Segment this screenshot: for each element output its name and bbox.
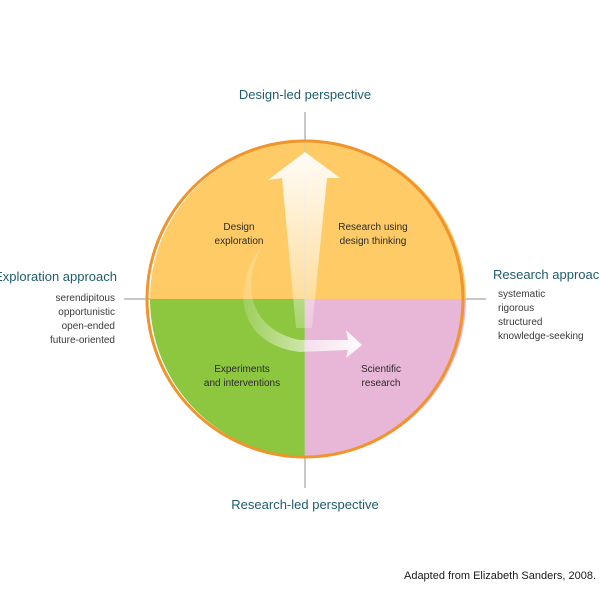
quadrant-label-top-left: exploration (215, 236, 264, 247)
upward-arrow (268, 152, 340, 328)
left-approach-title: Exploration approach (0, 269, 117, 284)
left-approach-item: future-oriented (50, 335, 115, 346)
right-approach-item: structured (498, 317, 542, 328)
curved-arrow (243, 246, 362, 358)
bottom-perspective-title: Research-led perspective (231, 497, 378, 512)
right-approach-item: knowledge-seeking (498, 331, 584, 342)
circle-outline (145, 139, 465, 459)
quadrant-label-top-right: Research using (338, 222, 407, 233)
source-credit: Adapted from Elizabeth Sanders, 2008. (404, 570, 596, 582)
quadrant-label-bottom-left: Experiments (214, 364, 270, 375)
left-approach-item: open-ended (62, 321, 115, 332)
top-perspective-title: Design-led perspective (239, 87, 371, 102)
quadrant-label-bottom-right: research (362, 378, 401, 389)
right-approach-item: rigorous (498, 303, 534, 314)
quadrant-label-top-left: Design (223, 222, 254, 233)
right-approach-title: Research approach (493, 267, 600, 282)
left-approach-item: serendipitous (56, 293, 115, 304)
quadrant-label-bottom-right: Scientific (361, 364, 401, 375)
quadrant-label-top-right: design thinking (340, 236, 407, 247)
quadrant-bottom-right (305, 299, 466, 458)
left-approach-item: opportunistic (58, 307, 115, 318)
quadrant-label-bottom-left: and interventions (204, 378, 280, 389)
right-approach-item: systematic (498, 289, 545, 300)
